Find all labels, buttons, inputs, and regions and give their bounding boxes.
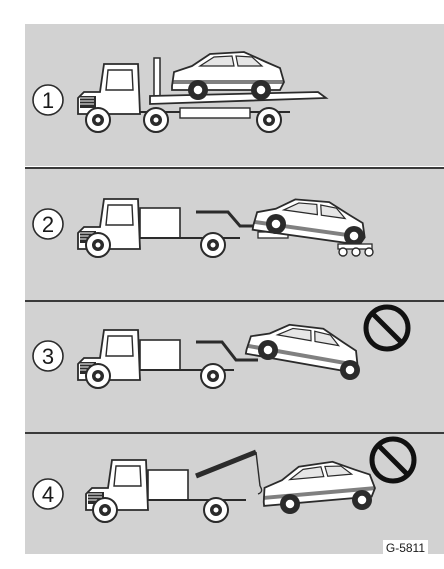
badge-1-number: 1	[42, 88, 54, 113]
badge-3-number: 3	[42, 344, 54, 369]
panel-1-illustration	[78, 52, 326, 132]
figure-code: G-5811	[383, 540, 428, 556]
prohibited-sign-panel-4	[372, 439, 414, 481]
badge-4-number: 4	[42, 482, 54, 507]
badge-2-number: 2	[42, 212, 54, 237]
prohibited-sign-panel-3	[366, 307, 408, 349]
figure-frame: 1 2 3 4 G-5811	[12, 10, 436, 562]
panel-2-illustration	[78, 192, 373, 257]
panel-4-illustration	[86, 452, 376, 522]
panel-3-illustration	[78, 316, 363, 388]
